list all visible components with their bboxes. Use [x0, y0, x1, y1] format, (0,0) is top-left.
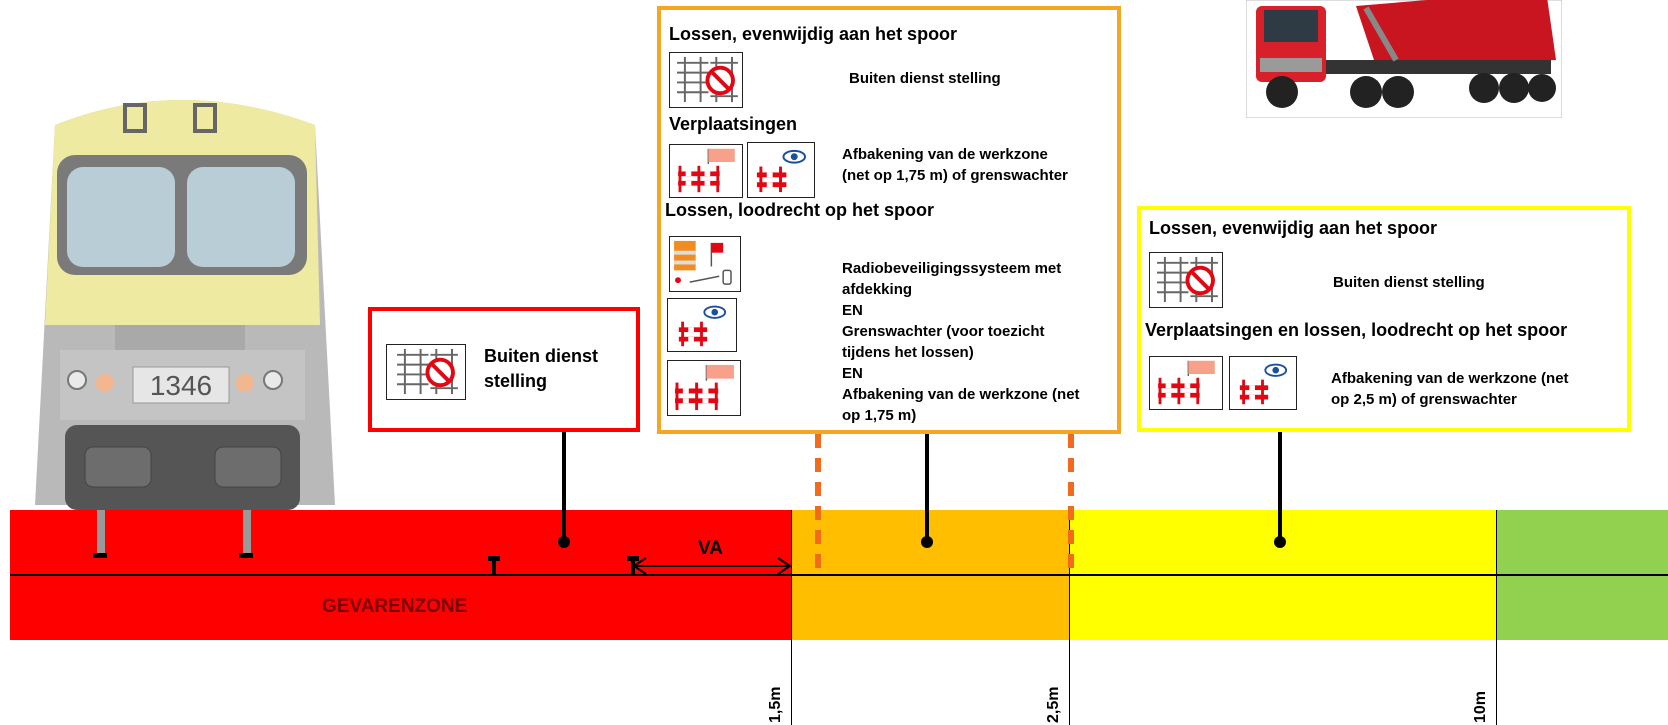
orange-text-3-line8: op 1,75 m)	[842, 407, 917, 424]
orange-text-2-line1: Afbakening van de werkzone	[842, 146, 1048, 163]
barrier-flag-icon	[669, 143, 743, 198]
yellow-sign-box: Lossen, evenwijdig aan het spoor Buiten …	[1137, 206, 1631, 432]
va-arrow	[632, 557, 792, 575]
barrier-eye-icon	[667, 297, 737, 352]
yellow-text-2-line2: op 2,5 m) of grenswachter	[1331, 391, 1517, 408]
barrier-flag-icon	[1149, 355, 1223, 410]
separator-3	[1496, 510, 1497, 725]
worker-radio-icon	[669, 236, 741, 292]
danger-zone-label: GEVARENZONE	[322, 596, 468, 617]
distance-2-5m: 2,5m	[1045, 686, 1062, 723]
barrier-eye-icon	[747, 141, 815, 198]
orange-text-1: Buiten dienst stelling	[849, 70, 1001, 87]
yellow-text-2-line1: Afbakening van de werkzone (net	[1331, 370, 1569, 387]
orange-sign-pole	[925, 434, 929, 542]
train-number: 1346	[150, 370, 212, 401]
tipper-truck-photo	[1246, 0, 1562, 118]
separator-2	[1069, 510, 1070, 725]
red-box-text-line1: Buiten dienst	[484, 346, 599, 366]
orange-boundary-dash-right	[1068, 434, 1074, 574]
barrier-eye-icon	[1229, 355, 1297, 410]
danger-zone-upper	[10, 510, 791, 574]
track-closed-icon	[669, 51, 743, 108]
track-line	[10, 574, 1668, 576]
orange-text-3-line1: Radiobeveiligingssysteem met	[842, 260, 1062, 277]
track-closed-icon	[386, 343, 466, 400]
yellow-sign-pole-base	[1274, 536, 1286, 548]
yellow-heading-2: Verplaatsingen en lossen, loodrecht op h…	[1145, 320, 1568, 340]
rail-marker-2-stem	[631, 556, 635, 574]
orange-boundary-dash-left	[815, 434, 821, 574]
orange-text-3-line4: Grenswachter (voor toezicht	[842, 323, 1045, 340]
orange-heading-1: Lossen, evenwijdig aan het spoor	[669, 24, 958, 44]
yellow-heading-1: Lossen, evenwijdig aan het spoor	[1149, 218, 1438, 238]
yellow-sign-pole	[1278, 432, 1282, 542]
orange-text-3-line7: Afbakening van de werkzone (net	[842, 386, 1080, 403]
track-closed-icon	[1149, 251, 1223, 308]
orange-text-3-line5: tijdens het lossen)	[842, 344, 974, 361]
orange-text-3-line6: EN	[842, 365, 863, 382]
distance-10m: 10m	[1472, 690, 1489, 723]
orange-sign-pole-base	[921, 536, 933, 548]
yellow-text-1: Buiten dienst stelling	[1333, 274, 1485, 291]
orange-text-3-line2: afdekking	[842, 281, 913, 298]
separator-1	[791, 510, 792, 725]
rail-marker-1-stem	[492, 556, 496, 574]
red-sign-box: Buiten dienst stelling	[368, 307, 640, 432]
danger-zone-lower	[10, 575, 791, 640]
red-sign-pole-base	[558, 536, 570, 548]
orange-heading-2: Verplaatsingen	[669, 114, 798, 134]
distance-1-5m: 1,5m	[767, 686, 784, 723]
red-sign-pole	[562, 432, 566, 542]
train-illustration: 1346	[35, 100, 335, 558]
va-label: VA	[698, 538, 723, 559]
red-box-text-line2: stelling	[484, 371, 548, 391]
orange-heading-3: Lossen, loodrecht op het spoor	[665, 200, 935, 220]
orange-sign-box: Lossen, evenwijdig aan het spoor Buiten …	[657, 6, 1121, 434]
orange-text-3-line3: EN	[842, 302, 863, 319]
orange-text-2-line2: (net op 1,75 m) of grenswachter	[842, 167, 1068, 184]
barrier-flag-icon	[667, 359, 741, 416]
